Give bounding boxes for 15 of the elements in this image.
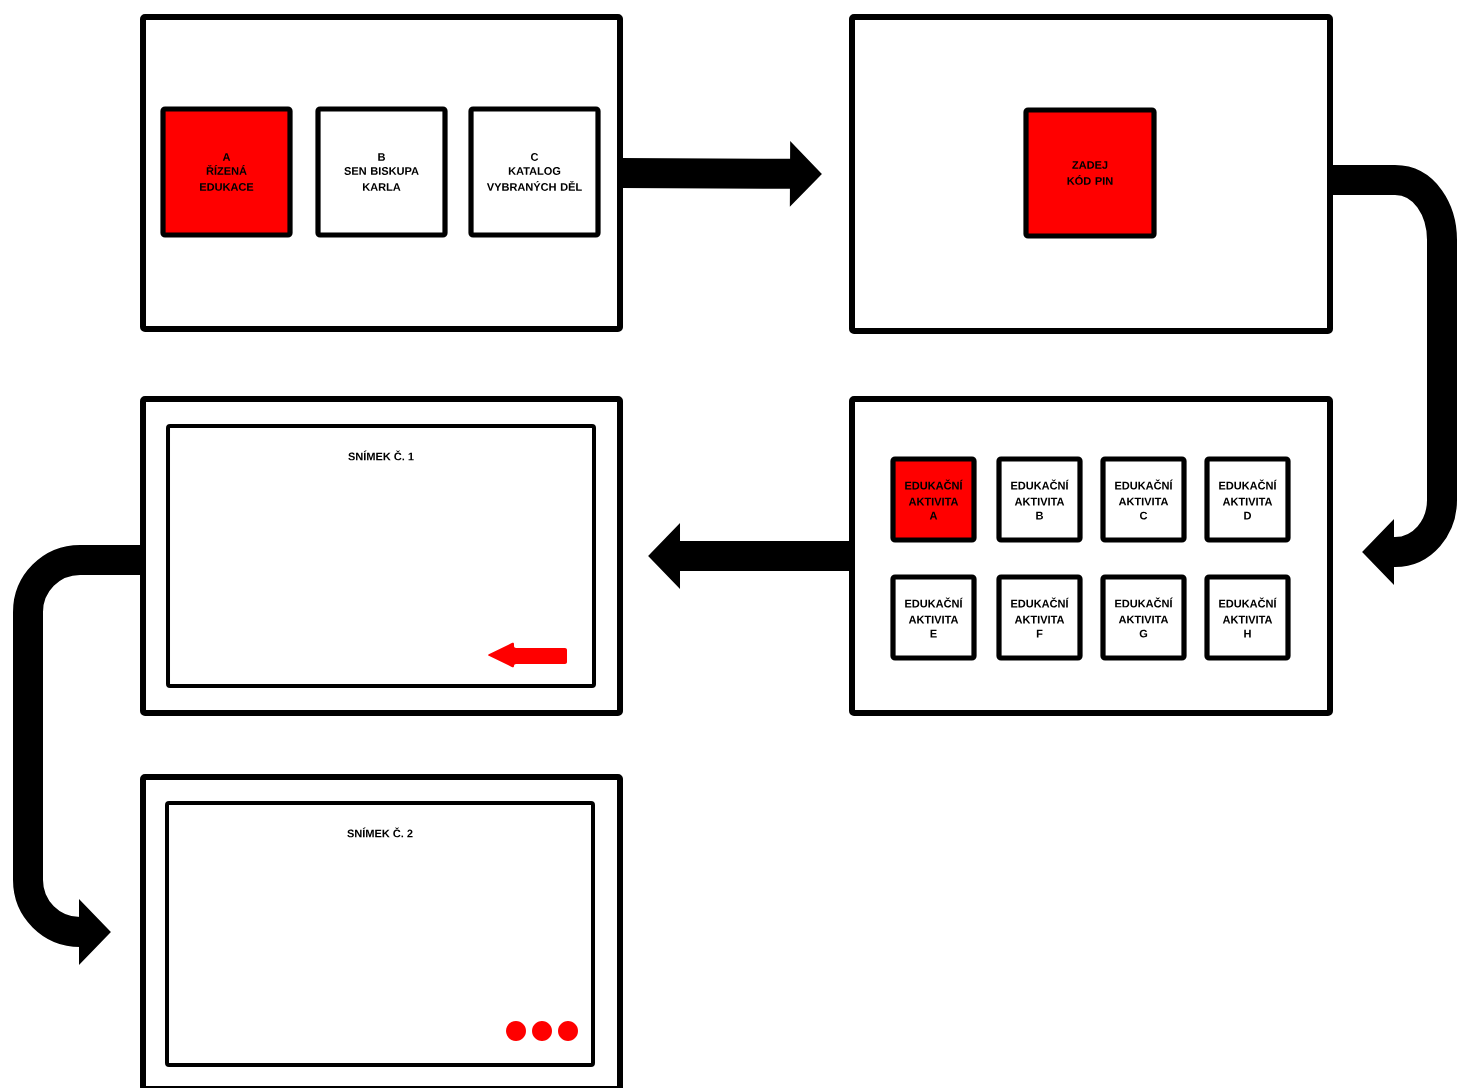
menu-tile: A ŘÍZENÁ EDUKACE bbox=[160, 106, 293, 238]
activity-tile: EDUKAČNÍ AKTIVITA B bbox=[996, 456, 1083, 543]
activity-tile: EDUKAČNÍ AKTIVITA A bbox=[890, 456, 977, 543]
slide-frame: SNÍMEK Č. 2 bbox=[165, 801, 595, 1067]
activity-tile: EDUKAČNÍ AKTIVITA F bbox=[996, 574, 1083, 661]
slide-frame: SNÍMEK Č. 1 bbox=[166, 424, 596, 688]
activity-tile: EDUKAČNÍ AKTIVITA D bbox=[1204, 456, 1291, 543]
activity-tile: EDUKAČNÍ AKTIVITA E bbox=[890, 574, 977, 661]
pin-tile: ZADEJ KÓD PIN bbox=[1023, 107, 1157, 239]
activity-tile: EDUKAČNÍ AKTIVITA G bbox=[1100, 574, 1187, 661]
menu-tile: B SEN BISKUPA KARLA bbox=[315, 106, 448, 238]
arrow bbox=[1330, 165, 1457, 585]
activity-tile: EDUKAČNÍ AKTIVITA H bbox=[1204, 574, 1291, 661]
menu-tile: C KATALOG VYBRANÝCH DĚL bbox=[468, 106, 601, 238]
activity-tile: EDUKAČNÍ AKTIVITA C bbox=[1100, 456, 1187, 543]
